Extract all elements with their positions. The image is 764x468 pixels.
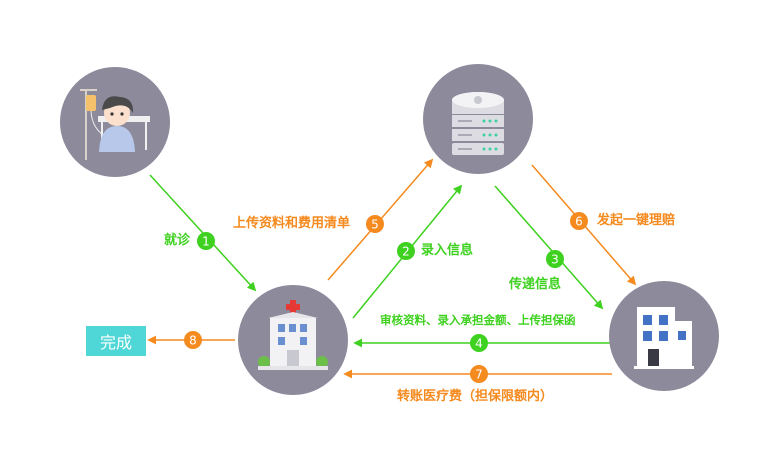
step-number-3: 3 — [551, 253, 559, 267]
done-box: 完成 — [86, 326, 146, 356]
hospital-node — [238, 285, 348, 395]
step-number-6: 6 — [575, 215, 583, 229]
step-number-7: 7 — [475, 368, 483, 382]
step-number-2: 2 — [402, 245, 410, 259]
step-badge-8: 8 — [184, 331, 202, 349]
step-number-4: 4 — [475, 337, 483, 351]
step-badge-7: 7 — [470, 365, 488, 383]
arrow-step-3 — [494, 185, 604, 310]
step-7-label: 转账医疗费（担保限额内） — [397, 389, 554, 404]
step-5-label: 上传资料和费用清单 — [233, 216, 351, 231]
server-icon — [452, 92, 504, 155]
step-badge-1: 1 — [197, 232, 215, 250]
step-number-8: 8 — [189, 334, 197, 348]
step-4-label: 审核资料、录入承担金额、上传担保函 — [380, 313, 576, 327]
arrow-step-1 — [149, 174, 257, 292]
step-number-1: 1 — [202, 235, 210, 249]
step-badge-4: 4 — [470, 334, 488, 352]
insurer-node — [609, 281, 719, 391]
step-6-label: 发起一键理赔 — [597, 213, 676, 228]
step-1-label: 就诊 — [164, 233, 191, 248]
step-2-label: 录入信息 — [421, 243, 474, 258]
step-badge-5: 5 — [366, 215, 384, 233]
step-badge-2: 2 — [397, 242, 415, 260]
step-badge-3: 3 — [546, 250, 564, 268]
insurance-building-icon — [634, 307, 694, 369]
step-badge-6: 6 — [570, 212, 588, 230]
step-3-label: 传递信息 — [509, 277, 562, 292]
patient-icon — [80, 89, 150, 160]
hospital-icon — [258, 300, 328, 370]
step-number-5: 5 — [371, 218, 379, 232]
patient-node — [60, 67, 170, 177]
server-node — [423, 64, 533, 174]
